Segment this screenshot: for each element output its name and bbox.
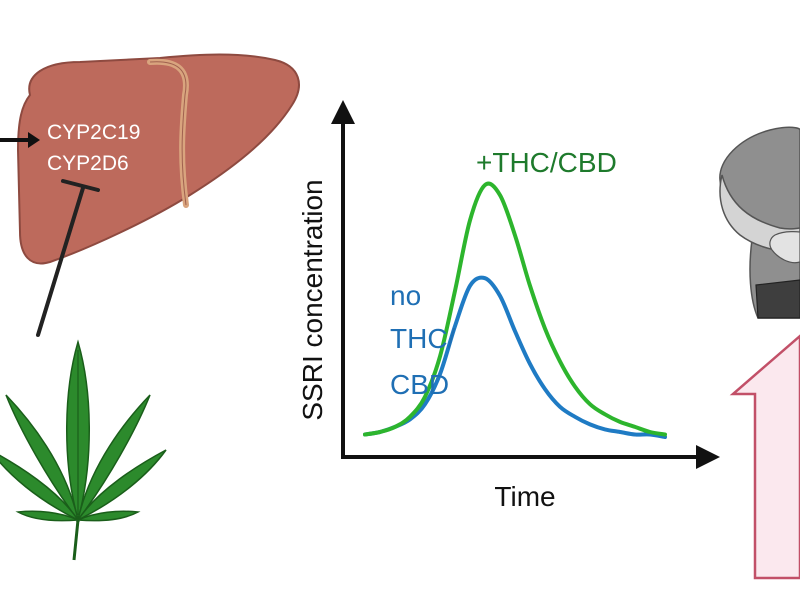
series-label-none-line1: no (390, 280, 421, 311)
liver-icon: CYP2C19 CYP2D6 (16, 53, 300, 265)
y-axis-arrowhead (331, 100, 355, 124)
series-label-none-line2: THC/ (390, 323, 456, 354)
person-legs (755, 279, 800, 319)
inhibition-line (36, 179, 100, 337)
input-arrow (0, 132, 40, 148)
enzyme-label-cyp2d6: CYP2D6 (47, 152, 129, 175)
liver-shape (16, 53, 300, 265)
y-axis-label: SSRI concentration (297, 179, 328, 420)
enzyme-label-cyp2c19: CYP2C19 (47, 121, 140, 144)
person-holding-abdomen-icon (719, 126, 800, 319)
x-axis-arrowhead (696, 445, 720, 469)
up-arrow-icon (729, 334, 800, 580)
series-line-no-thc-cbd (363, 275, 667, 439)
ssri-concentration-chart: SSRI concentration Time +THC/CBD no THC/… (297, 100, 720, 512)
series-label-none-line3: CBD (390, 369, 449, 400)
series-label-plus: +THC/CBD (476, 147, 617, 178)
series-layer (363, 181, 667, 439)
person-hand (769, 231, 800, 264)
liver-ligament-outline (149, 61, 187, 206)
x-axis-label: Time (494, 481, 555, 512)
person-arm (719, 174, 800, 253)
cannabis-leaf-icon (0, 339, 167, 561)
series-line-thc-cbd (363, 181, 667, 437)
